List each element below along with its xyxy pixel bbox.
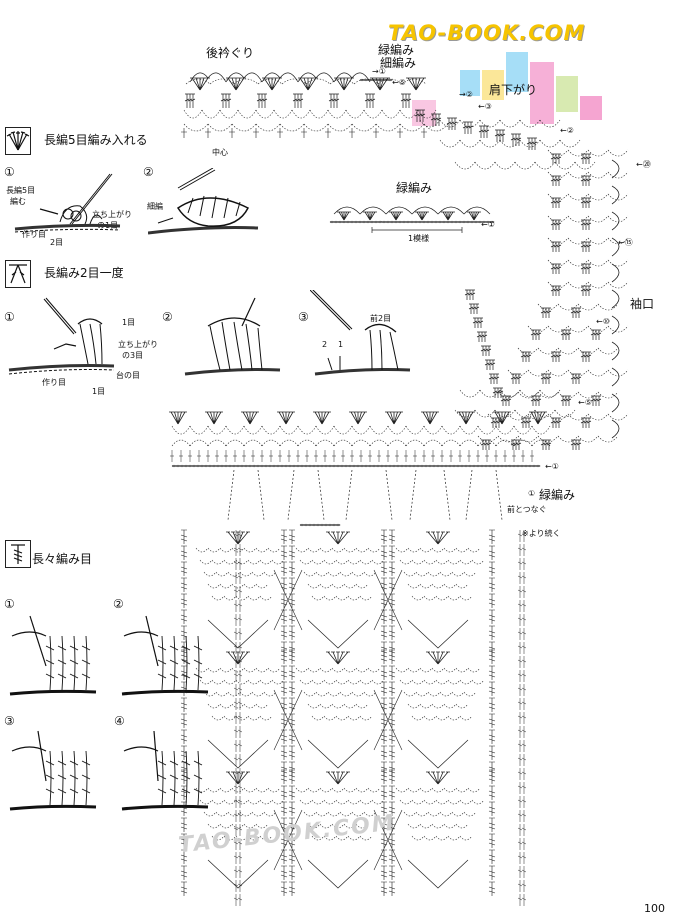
label-sc-top: 細編み (380, 56, 417, 70)
step-note: 編む (10, 197, 26, 206)
step-note: 2目 (50, 238, 64, 247)
row-marker: ←① (545, 462, 559, 471)
step-note: 細編 (147, 202, 163, 211)
step-note: 1目 (92, 387, 106, 396)
row-marker: ←⑤ (392, 78, 406, 87)
step-number: ③ (4, 714, 15, 728)
row-marker: ←③ (478, 102, 492, 111)
row-marker: →① (372, 67, 386, 76)
step-note: 長編5目 (6, 186, 36, 195)
row-marker: ① (528, 489, 536, 498)
row-marker: ←⑩ (596, 317, 610, 326)
step-note: 作り目 (22, 230, 46, 239)
label-shell-top: 緑編み (378, 43, 415, 57)
illustration-5dc-step1 (14, 173, 121, 233)
label-center: 中心 (212, 148, 228, 157)
step-note: 立ち上がり (92, 210, 132, 219)
watermark-logo (412, 52, 602, 126)
illustration-dc2tog-step2 (184, 297, 281, 376)
dc2tog-icon (5, 260, 31, 288)
step-note: 前2目 (370, 314, 392, 323)
label-one-repeat: 1模様 (408, 234, 430, 243)
step-number: ② (113, 597, 124, 611)
step-number: ② (162, 310, 173, 324)
step-number: ② (143, 165, 154, 179)
step-note: 立ち上がり (118, 340, 158, 349)
label-join-ring: 前とつなぐ (507, 505, 547, 514)
step-note: 台の目 (116, 371, 140, 380)
row-marker: ←① (481, 220, 495, 229)
step-number: ① (4, 310, 15, 324)
step-note: 1目 (122, 318, 136, 327)
row-marker: →② (459, 90, 473, 99)
row-marker: ←⑮ (618, 238, 633, 247)
illustration-dc2tog-step3 (310, 290, 411, 376)
step-number: ① (4, 597, 15, 611)
label-shoulder: 肩下がり (489, 83, 538, 97)
illustration-dc2tog-step1 (8, 297, 115, 375)
label-shell-sample: 緑編み (396, 181, 433, 195)
label-shell-bottom: 緑編み (539, 488, 576, 502)
5-dc-in-one-icon (5, 127, 31, 155)
step-note: 2 (322, 340, 328, 349)
step-number: ① (4, 165, 15, 179)
page-number: 100 (644, 902, 665, 915)
step-note: 1 (338, 340, 344, 349)
step-number: ③ (298, 310, 309, 324)
legend-title-triple: 長々編み目 (32, 552, 93, 566)
row-marker: ←⑤ (578, 398, 592, 407)
illustration-triple-steps (9, 615, 209, 811)
step-note: の3目 (122, 351, 144, 360)
label-sleeve: 袖口 (630, 297, 655, 311)
step-note: 作り目 (42, 378, 66, 387)
watermark-top: TAO-BOOK.COM (388, 21, 586, 45)
legend-title-5dc: 長編5目編み入れる (44, 133, 148, 147)
illustration-5dc-step2 (148, 168, 259, 235)
label-continue-from: ※より続く (522, 529, 561, 538)
triple-crochet-icon (5, 540, 31, 568)
step-number: ④ (114, 714, 125, 728)
legend-title-dc2tog: 長編み2目一度 (44, 266, 124, 280)
row-marker: ←② (560, 126, 574, 135)
row-marker: ←⑳ (636, 160, 651, 169)
label-back-neck: 後衿ぐり (206, 46, 255, 60)
